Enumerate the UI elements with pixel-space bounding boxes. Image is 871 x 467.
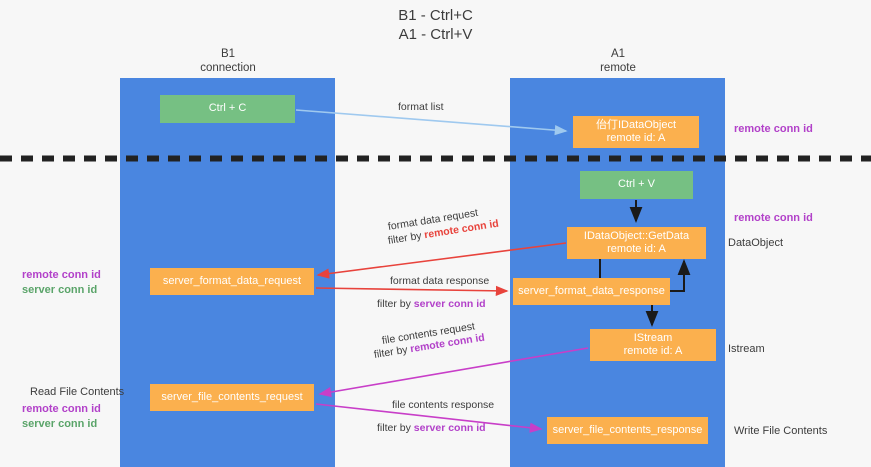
node-ctrl-c-label: Ctrl + C <box>208 102 247 115</box>
node-idataobject[interactable]: 佁仃IDataObject remote id: A <box>573 116 699 148</box>
edge-label-file-contents-response-filter: filter by server conn id <box>377 421 486 435</box>
node-server-file-contents-response-label: server_file_contents_response <box>552 423 703 436</box>
annotation-right-istream: Istream <box>728 343 765 355</box>
column-header-a1-role: remote <box>600 62 636 74</box>
node-getdata-line2: remote id: A <box>607 243 666 255</box>
node-ctrl-v-label: Ctrl + V <box>618 178 655 191</box>
page-title: B1 - Ctrl+C A1 - Ctrl+V <box>0 6 871 44</box>
annotation-left-conn-ids-mid: remote conn id server conn id <box>22 268 101 298</box>
column-header-a1: A1 remote <box>518 47 718 75</box>
annotation-right-remote-conn-id-mid: remote conn id <box>734 212 813 224</box>
edge-label-format-data-response: format data response <box>390 275 490 287</box>
node-istream-line2: remote id: A <box>623 345 683 357</box>
title-line-1: B1 - Ctrl+C <box>398 7 473 24</box>
annotation-left-server-conn-id-mid: server conn id <box>22 284 98 296</box>
annotation-left-conn-ids-low: remote conn id server conn id <box>22 402 101 432</box>
filter-prefix-2: filter by <box>377 298 414 310</box>
annotation-left-remote-conn-id-low: remote conn id <box>22 403 101 415</box>
node-server-format-data-request[interactable]: server_format_data_request <box>150 268 314 295</box>
arrow-file-contents-response <box>315 403 543 433</box>
node-server-file-contents-response[interactable]: server_file_contents_response <box>547 417 708 444</box>
phase-divider <box>0 155 871 162</box>
filter-key-server-conn-id-1: server conn id <box>413 298 486 310</box>
edge-label-file-contents-response: file contents response <box>392 399 495 411</box>
node-getdata-line1: IDataObject::GetData <box>583 229 690 242</box>
annotation-left-read-file-contents: Read File Contents <box>30 386 125 398</box>
annotation-right-dataobject: DataObject <box>728 237 784 249</box>
node-istream-line1: IStream <box>633 331 673 344</box>
edge-label-format-list: format list <box>398 101 444 113</box>
arrow-response-to-getdata <box>670 259 691 292</box>
column-header-b1: B1 connection <box>128 47 328 75</box>
node-istream[interactable]: IStream remote id: A <box>590 329 716 361</box>
annotation-right-write-file-contents: Write File Contents <box>734 425 828 437</box>
node-server-file-contents-request-label: server_file_contents_request <box>161 390 303 403</box>
edge-label-format-data-response-filter: filter by server conn id <box>377 297 486 311</box>
node-server-format-data-request-label: server_format_data_request <box>162 274 302 287</box>
node-idataobject-line2: remote id: A <box>606 132 666 144</box>
column-header-b1-name: B1 <box>220 48 236 60</box>
annotation-left-server-conn-id-low: server conn id <box>22 418 98 430</box>
node-idataobject-line1: 佁仃IDataObject <box>595 118 677 131</box>
title-line-2: A1 - Ctrl+V <box>398 26 473 43</box>
node-idataobject-getdata[interactable]: IDataObject::GetData remote id: A <box>567 227 706 259</box>
node-server-file-contents-request[interactable]: server_file_contents_request <box>150 384 314 411</box>
column-header-a1-name: A1 <box>610 48 626 60</box>
arrow-format-list <box>295 109 568 136</box>
node-ctrl-c[interactable]: Ctrl + C <box>160 95 295 123</box>
annotation-left-remote-conn-id-mid: remote conn id <box>22 269 101 281</box>
annotation-right-remote-conn-id-top: remote conn id <box>734 123 813 135</box>
arrow-file-contents-request <box>318 347 589 398</box>
column-header-b1-role: connection <box>200 62 256 74</box>
filter-prefix-4: filter by <box>377 422 414 434</box>
node-server-format-data-response[interactable]: server_format_data_response <box>513 278 670 305</box>
node-ctrl-v[interactable]: Ctrl + V <box>580 171 693 199</box>
arrow-format-data-response <box>315 285 509 296</box>
filter-key-server-conn-id-2: server conn id <box>413 422 486 434</box>
arrow-format-data-request <box>316 242 567 279</box>
node-server-format-data-response-label: server_format_data_response <box>518 284 665 297</box>
